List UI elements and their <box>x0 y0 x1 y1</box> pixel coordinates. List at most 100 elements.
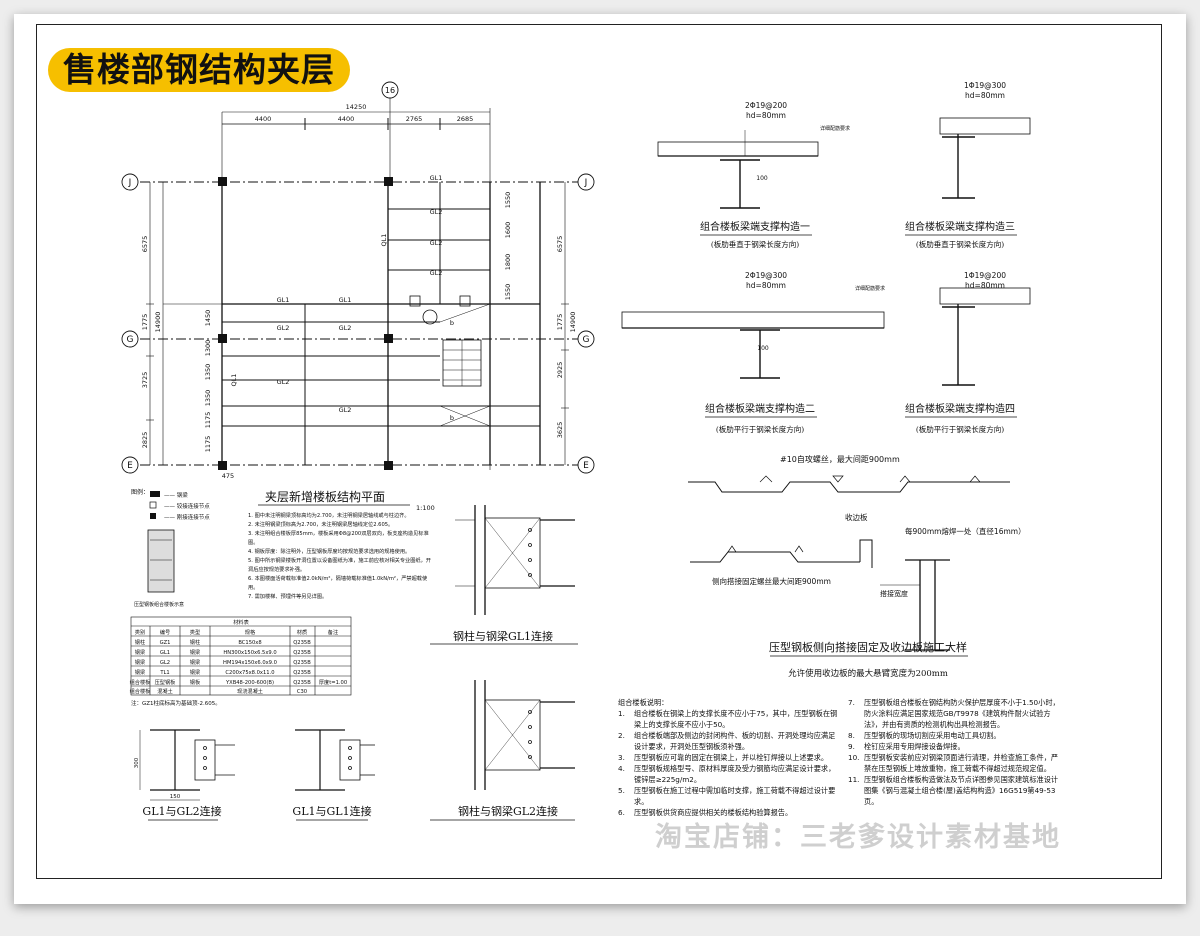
deck-side-label: 侧向搭接固定螺丝最大间距900mm <box>712 576 831 586</box>
legend-item-1: —— 钢梁 <box>164 491 188 499</box>
legend-section-caption: 压型钢板组合楼板示意 <box>134 601 184 608</box>
plan-overall-dim: 14250 <box>346 103 367 111</box>
plan-left-dim-4: 2825 <box>141 432 149 449</box>
beam-detail-3-rebar: 2Φ19@300 <box>745 271 787 280</box>
beam-detail-1-sub: (板肋垂直于钢梁长度方向) <box>711 239 799 249</box>
table-cell: HM194x150x6.0x9.0 <box>223 660 277 666</box>
legend-item-2: —— 铰接连接节点 <box>164 502 210 510</box>
deck-notes-title: 组合楼板说明： <box>618 698 669 707</box>
beam-label-gl1-top: GL1 <box>430 174 443 182</box>
drawing-border <box>36 24 1162 879</box>
plan-right-dim-2: 1775 <box>556 314 564 331</box>
deck-note-text: 压型钢板安装前应对钢梁顶面进行清理，并检查施工条件，严禁在压型钢板上堆放重物，施… <box>864 753 1059 773</box>
plan-row-dim-4: 1350 <box>204 390 212 407</box>
axis-label-e-right: E <box>583 461 589 471</box>
deck-note-text: 压型钢板供货商应提供相关的楼板结构验算报告。 <box>634 808 793 817</box>
detail-title-gl1-gl2: GL1与GL2连接 <box>142 805 221 818</box>
table-footnote: 注：GZ1柱底标高为基础顶-2.605。 <box>131 699 221 707</box>
beam-detail-3 <box>621 311 885 379</box>
plan-right-dim-3: 2925 <box>556 362 564 379</box>
beam-detail-4 <box>939 287 1031 386</box>
beam-detail-4-rebar: 1Φ19@200 <box>964 271 1006 280</box>
plan-note: 3. 未注明组合楼板厚85mm，楼板采用Φ8@200双层双向，板支座构造见标准图… <box>248 531 429 546</box>
deck-note-text: 压型钢板规格型号、原材料厚度及受力钢筋均应满足设计要求，镀锌层≥225g/m2。 <box>634 764 836 784</box>
deck-note: 9.栓钉应采用专用焊接设备焊接。 <box>848 741 1063 752</box>
detail-column-gl1 <box>455 505 575 615</box>
table-cell: 钢柱 <box>190 638 200 646</box>
detail-title-column-gl2: 钢柱与钢梁GL2连接 <box>458 804 558 818</box>
deck-note-text: 压型钢板的现场切割应采用电动工具切割。 <box>864 731 1001 740</box>
beam-label-gl1-b: GL1 <box>339 296 352 304</box>
beam-label-gl2-top-b: GL2 <box>430 239 443 247</box>
deck-detail-title: 压型钢板侧向搭接固定及收边板施工大样 <box>769 640 967 654</box>
detail-dim-300: 300 <box>134 757 140 768</box>
material-table-text: 材料表 类别 编号 类型 规格 材质 备注 钢柱 GZ1 钢柱 BC150x8 … <box>130 618 348 695</box>
beam-detail-2-sub: (板肋垂直于钢梁长度方向) <box>916 239 1004 249</box>
table-cell: 组合楼板 <box>130 678 152 686</box>
plan-right-dim-4: 3625 <box>556 422 564 439</box>
table-cell: 钢柱 <box>135 638 145 646</box>
plan-left-dim-3: 3725 <box>141 372 149 389</box>
beam-detail-1-note: 详细配筋要求 <box>820 125 850 132</box>
beam-detail-4-hd: hd=80mm <box>965 281 1005 290</box>
deck-note-text: 组合楼板在钢梁上的支撑长度不应小于75，其中，压型钢板在钢梁上的支撑长度不应小于… <box>634 709 838 729</box>
beam-detail-1 <box>657 130 819 209</box>
table-cell: HN300x150x6.5x9.0 <box>223 650 276 656</box>
deck-width-label: 搭接宽度 <box>880 589 908 598</box>
deck-note: 8. 压型钢板的现场切割应采用电动工具切割。 <box>848 730 1063 741</box>
table-header-1: 类别 <box>135 628 145 636</box>
deck-note: 1.组合楼板在钢梁上的支撑长度不应小于75，其中，压型钢板在钢梁上的支撑长度不应… <box>618 708 838 730</box>
beam-detail-4-title: 组合楼板梁端支撑构造四 <box>905 402 1015 415</box>
table-cell: TL1 <box>159 670 169 676</box>
deck-note-num: 10. <box>848 753 860 762</box>
table-cell: 现浇混凝土 <box>237 687 263 695</box>
beam-label-ql1: QL1 <box>380 234 388 247</box>
detail-title-gl1-gl1: GL1与GL1连接 <box>292 805 371 818</box>
plan-note: 4. 钢板厚度：除注明外，压型钢板厚度均按规范要求选用的规格使用。 <box>248 549 411 555</box>
beam-detail-2-title: 组合楼板梁端支撑构造三 <box>905 220 1015 233</box>
plan-left-dim-1: 6575 <box>141 236 149 253</box>
legend-label: 图例： <box>131 488 149 496</box>
deck-note-text: 压型钢板在施工过程中需加临时支撑，施工荷载不得超过设计要求。 <box>634 786 836 806</box>
beam-label-ql1-b: QL1 <box>230 374 238 387</box>
plan-title: 夹层新增楼板结构平面 <box>265 489 385 504</box>
deck-note-num: 9. <box>848 742 855 751</box>
beam-label-gl2-d: GL2 <box>339 406 352 414</box>
table-cell: 钢板 <box>190 678 201 686</box>
axis-label-g-left: G <box>127 335 134 345</box>
plan-bottom-dim: 475 <box>222 472 234 480</box>
table-cell: 混凝土 <box>157 687 173 695</box>
beam-detail-2 <box>939 117 1031 199</box>
table-header-6: 备注 <box>328 628 338 636</box>
deck-screw-label: #10自攻螺丝，最大间距900mm <box>780 454 900 464</box>
beam-detail-1-title: 组合楼板梁端支撑构造一 <box>700 220 810 233</box>
plan-row-dim-6: 1175 <box>204 436 212 453</box>
deck-note-text: 组合楼板端部及侧边的封闭构件、板的切割、开洞处理均应满足设计要求，开洞处压型钢板… <box>634 731 836 751</box>
table-header-4: 规格 <box>245 628 256 636</box>
table-cell: 组合楼板 <box>130 687 152 695</box>
beam-detail-2-hd: hd=80mm <box>965 91 1005 100</box>
table-header-5: 材质 <box>297 628 307 636</box>
axis-label-16: 16 <box>385 86 395 95</box>
deck-note-text: 压型钢板组合楼板在钢结构防火保护层厚度不小于1.50小时，防火涂料应满足国家规范… <box>864 698 1060 729</box>
deck-note-num: 5. <box>618 786 625 795</box>
plan-note: 6. 本图楼面活荷载标准值2.0kN/m²，隔墙荷载标准值1.0kN/m²，严禁… <box>248 576 428 591</box>
deck-note: 6.压型钢板供货商应提供相关的楼板结构验算报告。 <box>618 807 838 818</box>
beam-detail-1-rebar: 2Φ19@200 <box>745 101 787 110</box>
table-cell: Q235B <box>293 650 311 656</box>
table-cell: GZ1 <box>160 640 171 646</box>
plan-row-dim-3: 1350 <box>204 364 212 381</box>
axis-label-j-left: J <box>128 178 132 188</box>
deck-note-num: 11. <box>848 775 860 784</box>
table-cell: 钢梁 <box>135 648 145 656</box>
plan-row-dim-5: 1175 <box>204 412 212 429</box>
deck-note-text: 压型钢板应可靠的固定在钢梁上，并以栓钉焊接以上述要求。 <box>634 753 829 762</box>
deck-note-num: 8. <box>848 731 855 740</box>
table-cell: 压型钢板 <box>155 678 177 686</box>
beam-label-gl2-b: GL2 <box>339 324 352 332</box>
axis-bubbles <box>121 81 595 474</box>
beam-label-gl2-c: GL2 <box>277 378 290 386</box>
table-cell: 钢梁 <box>190 648 200 656</box>
plan-notes: 1. 图中未注明钢梁顶标高均为2.700，未注明钢梁居轴线或与柱边齐。 2. 未… <box>248 512 433 602</box>
